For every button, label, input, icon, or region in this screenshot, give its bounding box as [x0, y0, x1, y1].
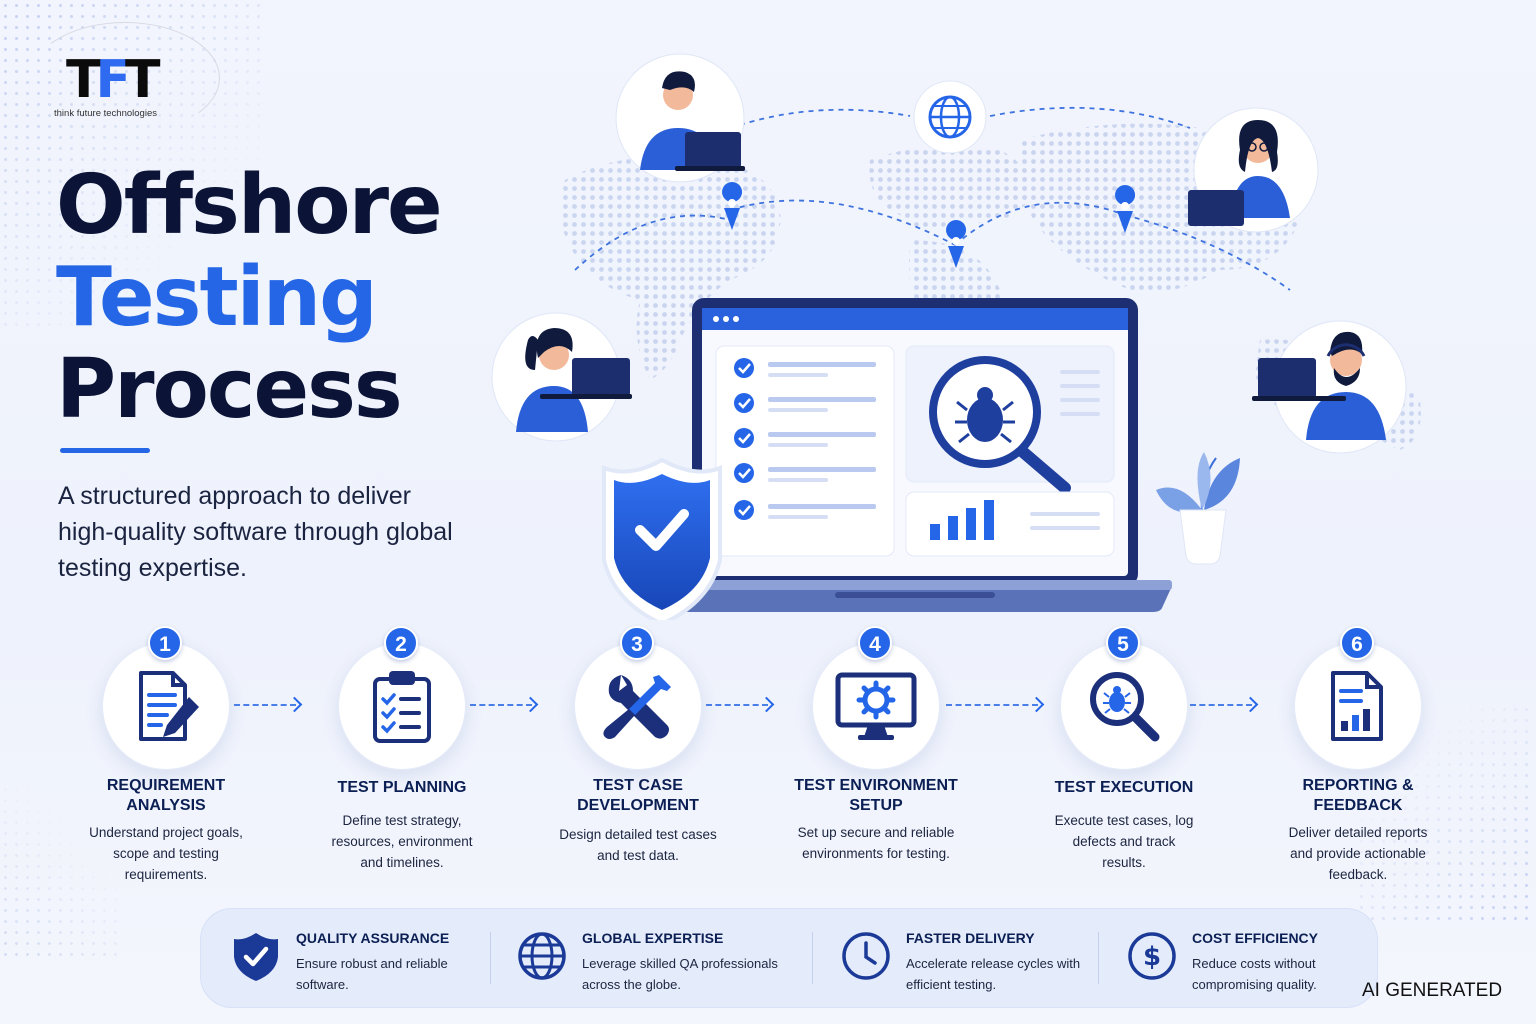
- monitor-gear-icon: [835, 672, 917, 740]
- title-line-offshore: Offshore: [56, 158, 443, 253]
- map-pins: [722, 182, 1136, 268]
- logo-ring: [30, 22, 220, 134]
- svg-text:$: $: [1143, 942, 1161, 972]
- bug-search-icon: [1090, 672, 1160, 742]
- step-number: 6: [1340, 626, 1374, 660]
- benefit-divider: [490, 932, 491, 984]
- step-icon-circle: [102, 642, 230, 770]
- hero-illustration: [491, 53, 1421, 620]
- title-line-testing: Testing: [56, 250, 378, 345]
- person-avatar-2: [1188, 107, 1319, 233]
- flow-arrow: [946, 704, 1038, 706]
- globe-badge: [913, 80, 987, 154]
- step-title: TEST CASE DEVELOPMENT: [577, 777, 699, 814]
- step-number: 1: [148, 626, 182, 660]
- connection-lines: [574, 106, 1291, 291]
- step-description: Define test strategy, resources, environ…: [331, 813, 473, 870]
- clock-icon: [842, 932, 890, 980]
- step-description: Execute test cases, log defects and trac…: [1054, 813, 1194, 870]
- report-chart-icon: [1331, 671, 1383, 741]
- tools-icon: [603, 675, 671, 739]
- benefit-description: Reduce costs without compromising qualit…: [1192, 956, 1317, 992]
- benefit-divider: [1098, 932, 1099, 984]
- logo-subtitle: think future technologies: [54, 108, 157, 119]
- step-number: 2: [384, 626, 418, 660]
- benefit-icon: [840, 930, 892, 982]
- person-avatar-3: [491, 312, 632, 442]
- benefit-description: Ensure robust and reliable software.: [296, 956, 448, 992]
- person-avatar-1: [615, 53, 745, 183]
- benefit-title: QUALITY ASSURANCE: [296, 930, 450, 946]
- shield-check-graphic: [602, 457, 722, 620]
- logo-mark: TFT: [66, 50, 161, 110]
- document-pen-icon: [139, 671, 199, 741]
- benefit-icon: [230, 930, 282, 982]
- step-number: 5: [1106, 626, 1140, 660]
- flow-arrow: [706, 704, 768, 706]
- step-icon-circle: [338, 642, 466, 770]
- benefit-description: Leverage skilled QA professionals across…: [582, 956, 778, 992]
- globe-icon: [518, 932, 566, 980]
- laptop-illustration: [658, 298, 1172, 612]
- benefit-icon: $: [1126, 930, 1178, 982]
- step-description: Understand project goals, scope and test…: [89, 825, 243, 882]
- step-number: 3: [620, 626, 654, 660]
- step-title: TEST PLANNING: [337, 779, 467, 796]
- step-title: REPORTING & FEEDBACK: [1302, 777, 1414, 814]
- dollar-icon: $: [1128, 932, 1176, 980]
- step-icon-circle: [574, 642, 702, 770]
- plant-decoration: [1156, 452, 1240, 565]
- shield-check-icon: [234, 933, 278, 981]
- step-description: Design detailed test cases and test data…: [559, 827, 717, 863]
- brand-logo: TFT think future technologies: [22, 14, 220, 134]
- benefit-description: Accelerate release cycles with efficient…: [906, 956, 1081, 992]
- step-description: Deliver detailed reports and provide act…: [1288, 825, 1428, 882]
- title-underline: [60, 448, 150, 453]
- step-icon-circle: [1060, 642, 1188, 770]
- dot-pattern-bottom-left: [0, 784, 120, 964]
- checklist-panel: [734, 358, 876, 520]
- step-title: REQUIREMENT ANALYSIS: [106, 777, 226, 814]
- benefit-title: GLOBAL EXPERTISE: [582, 930, 724, 946]
- step-title: TEST EXECUTION: [1054, 779, 1194, 796]
- flow-arrow: [470, 704, 532, 706]
- person-avatar-4: [1252, 320, 1407, 454]
- step-icon-circle: [812, 642, 940, 770]
- step-description: Set up secure and reliable environments …: [797, 825, 955, 861]
- benefit-title: COST EFFICIENCY: [1192, 930, 1319, 946]
- clipboard-checklist-icon: [373, 671, 431, 743]
- ai-generated-label: AI GENERATED: [1362, 980, 1503, 1001]
- step-title: TEST ENVIRONMENT SETUP: [794, 777, 958, 814]
- flow-arrow: [1190, 704, 1252, 706]
- page-subtitle: A structured approach to deliver high-qu…: [58, 482, 453, 582]
- step-icon-circle: [1294, 642, 1422, 770]
- benefits-bar: QUALITY ASSURANCE Ensure robust and reli…: [200, 908, 1378, 1008]
- benefit-divider: [812, 932, 813, 984]
- bar-chart-graphic: [930, 500, 1100, 540]
- step-number: 4: [858, 626, 892, 660]
- bug-magnifier-graphic: [929, 356, 1100, 494]
- page-title: Offshore Testing Process: [56, 158, 443, 437]
- flow-arrow: [234, 704, 296, 706]
- title-line-process: Process: [56, 342, 403, 437]
- benefit-title: FASTER DELIVERY: [906, 930, 1035, 946]
- benefit-icon: [516, 930, 568, 982]
